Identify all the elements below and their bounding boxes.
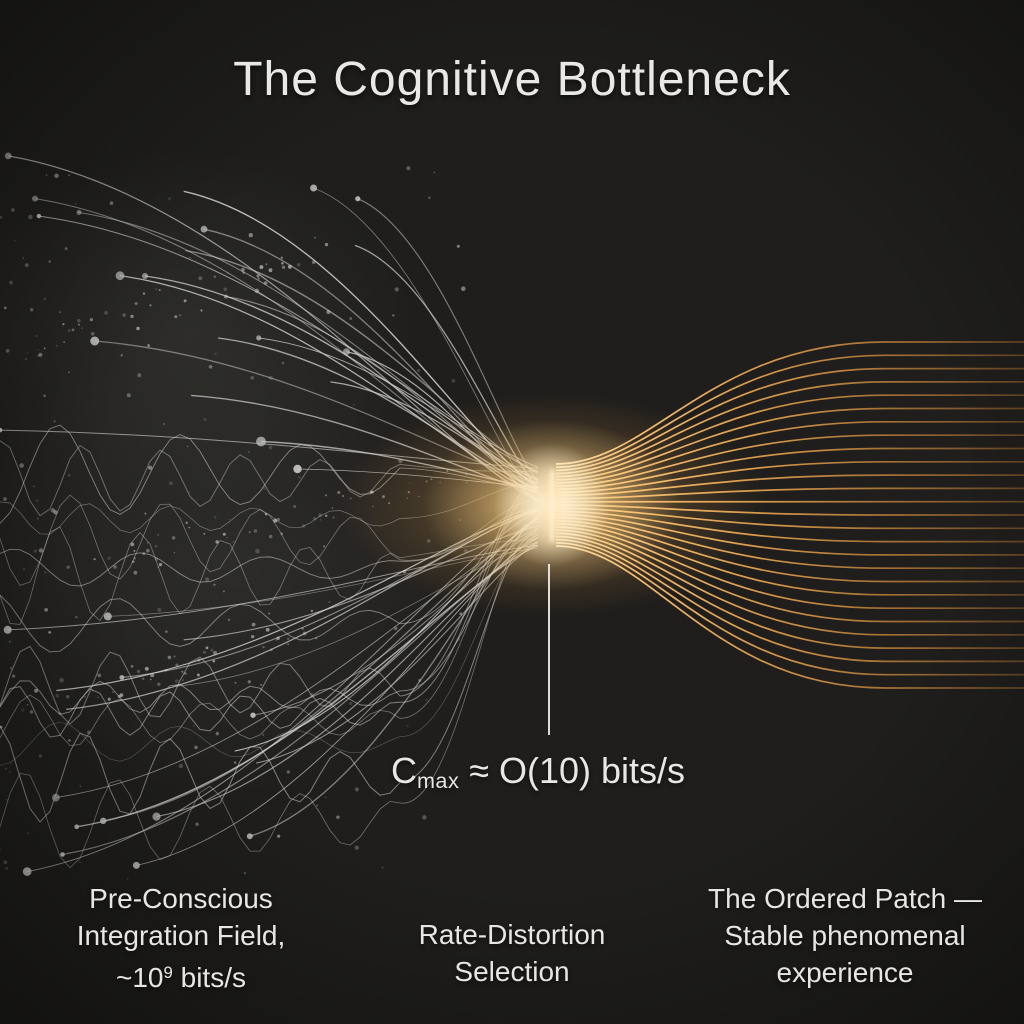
caption-left-line3: ~109 bits/s <box>116 962 246 994</box>
capacity-subscript: max <box>416 767 460 793</box>
caption-left-line1: Pre-Conscious <box>89 883 273 914</box>
caption-preconscious-field: Pre-Conscious Integration Field, ~109 bi… <box>41 880 321 996</box>
exponent: 9 <box>163 963 173 982</box>
page-title: The Cognitive Bottleneck <box>233 53 791 106</box>
capacity-symbol: C <box>390 750 417 791</box>
caption-right-line2: Stable phenomenal <box>724 920 966 951</box>
caption-right-line1: The Ordered Patch — <box>708 883 982 914</box>
caption-ordered-patch: The Ordered Patch — Stable phenomenal ex… <box>695 880 995 991</box>
bottleneck-glow <box>337 393 767 617</box>
caption-right-line3: experience <box>776 957 914 988</box>
channel-capacity-label: Cmax ≈ O(10) bits/s <box>391 750 685 794</box>
caption-rate-distortion: Rate-Distortion Selection <box>382 916 642 990</box>
caption-left-line2: Integration Field, <box>76 920 286 951</box>
caption-center-line2: Selection <box>454 956 570 987</box>
capacity-value: ≈ O(10) bits/s <box>459 750 686 791</box>
caption-center-line1: Rate-Distortion <box>418 919 606 950</box>
